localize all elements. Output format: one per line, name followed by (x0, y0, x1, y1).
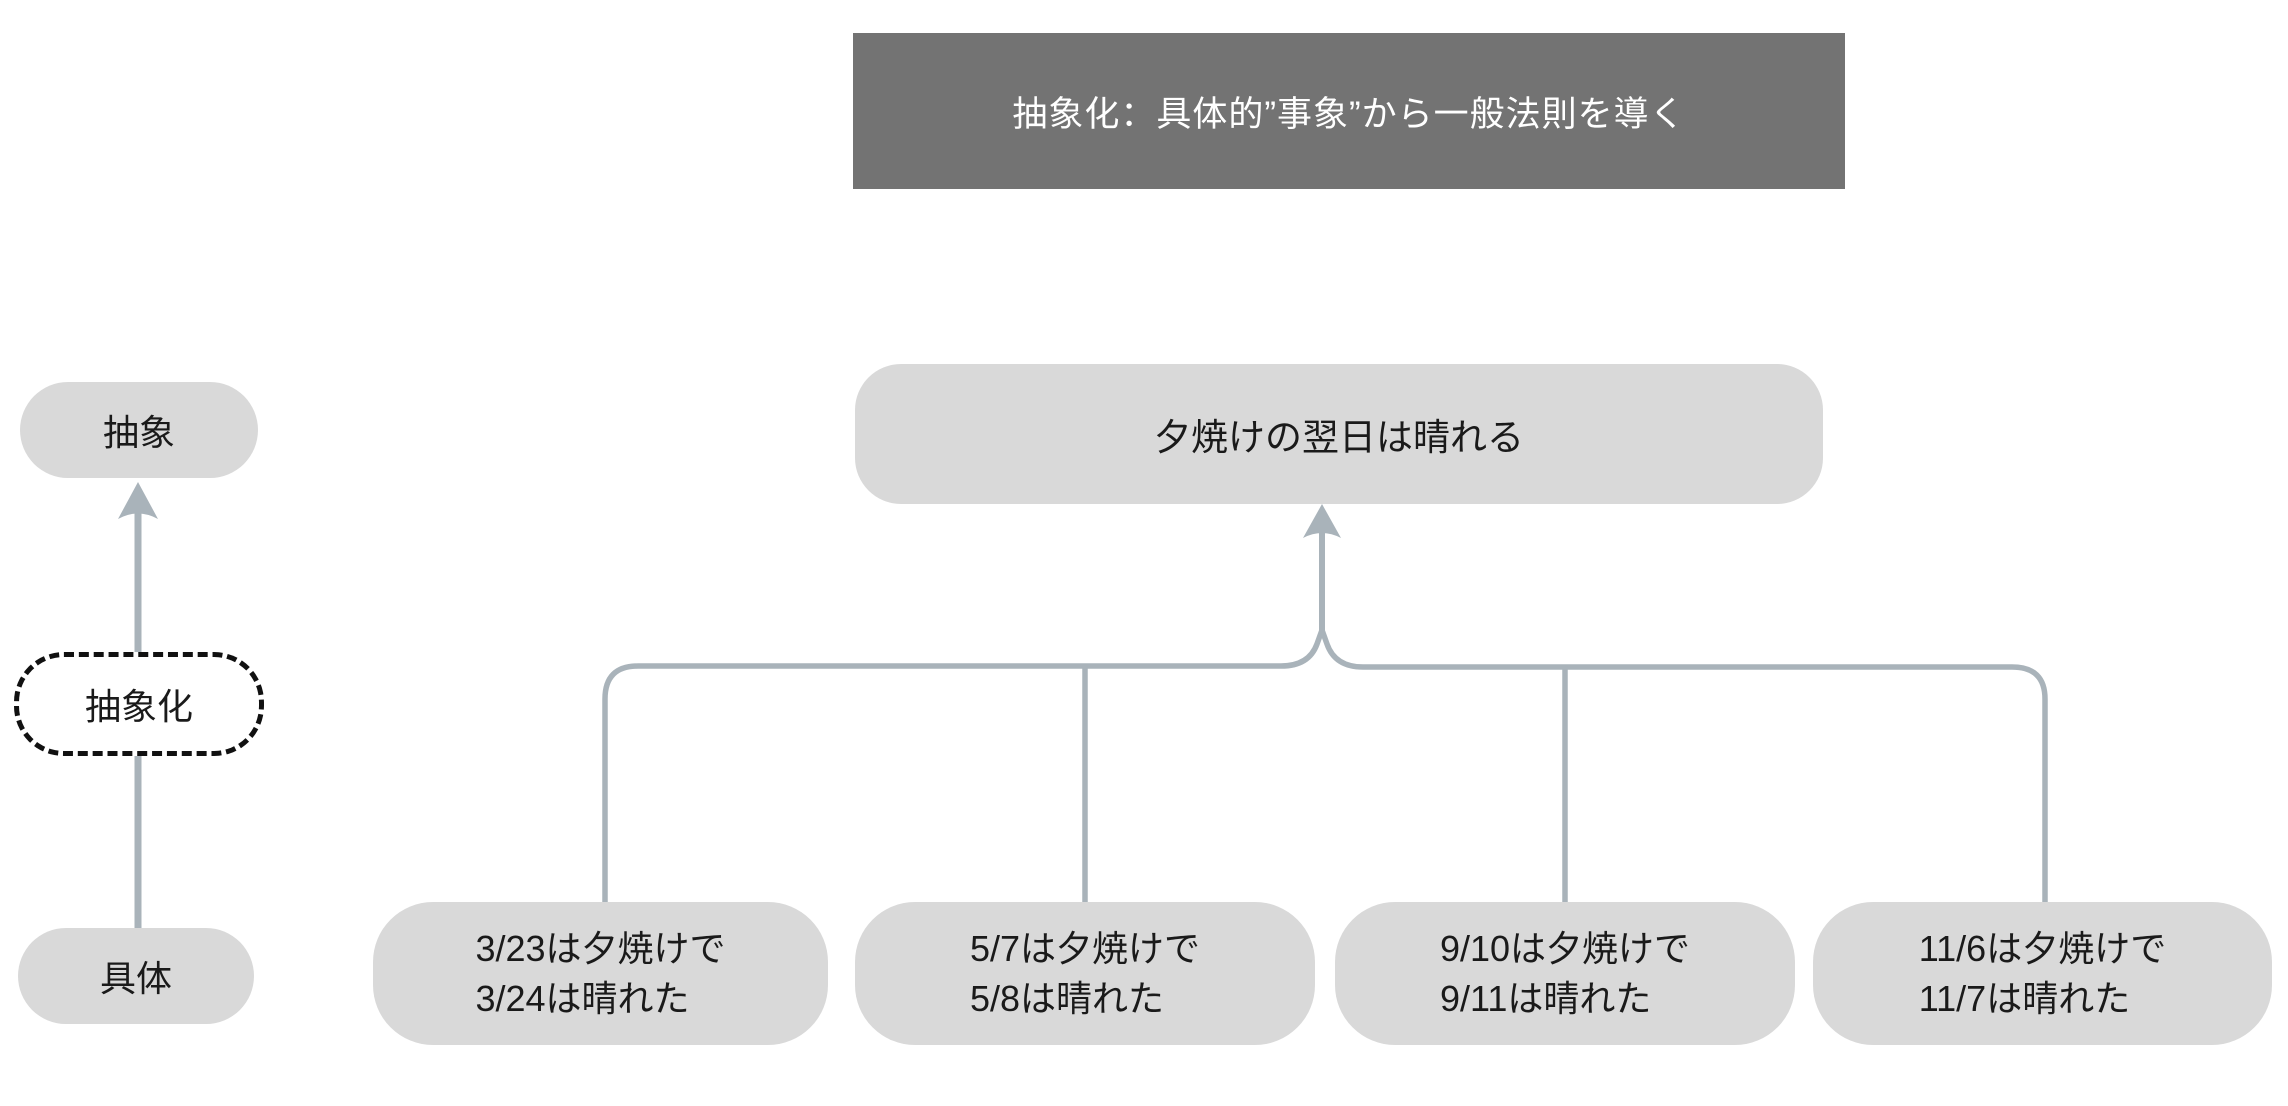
example-node-3: 9/10は夕焼けで 9/11は晴れた (1335, 902, 1795, 1045)
example-line1: 11/6は夕焼けで (1918, 927, 2167, 969)
bracket-left (602, 627, 1325, 907)
concrete-label: 具体 (99, 958, 172, 999)
example-node-2: 5/7は夕焼けで 5/8は晴れた (855, 902, 1315, 1045)
example-line2: 3/24は晴れた (475, 977, 690, 1019)
example-text: 3/23は夕焼けで 3/24は晴れた (475, 924, 725, 1024)
rule-label: 夕焼けの翌日は晴れる (1154, 417, 1524, 458)
example-node-4: 11/6は夕焼けで 11/7は晴れた (1813, 902, 2272, 1045)
abstraction-process-label: 抽象化 (84, 686, 193, 727)
title-text: 抽象化：具体的”事象”から一般法則を導く (1012, 94, 1686, 134)
example-text: 11/6は夕焼けで 11/7は晴れた (1919, 924, 2166, 1024)
bracket-right (1319, 627, 2048, 907)
abstract-label: 抽象 (102, 412, 175, 453)
example-text: 9/10は夕焼けで 9/11は晴れた (1440, 924, 1690, 1024)
example-line2: 11/7は晴れた (1918, 977, 2131, 1019)
example-line1: 5/7は夕焼けで (969, 927, 1201, 969)
rule-node: 夕焼けの翌日は晴れる (855, 364, 1823, 504)
example-line2: 9/11は晴れた (1439, 977, 1652, 1019)
rule-arrowhead-icon (1303, 504, 1341, 538)
abstract-node: 抽象 (20, 382, 258, 478)
example-line1: 9/10は夕焼けで (1439, 927, 1691, 969)
abstraction-process-node: 抽象化 (14, 652, 264, 756)
title-banner: 抽象化：具体的”事象”から一般法則を導く (853, 33, 1845, 189)
example-text: 5/7は夕焼けで 5/8は晴れた (970, 924, 1200, 1024)
example-node-1: 3/23は夕焼けで 3/24は晴れた (373, 902, 828, 1045)
example-line2: 5/8は晴れた (969, 977, 1165, 1019)
example-line1: 3/23は夕焼けで (475, 927, 726, 969)
axis-arrowhead-icon (118, 482, 158, 519)
concrete-node: 具体 (18, 928, 254, 1024)
